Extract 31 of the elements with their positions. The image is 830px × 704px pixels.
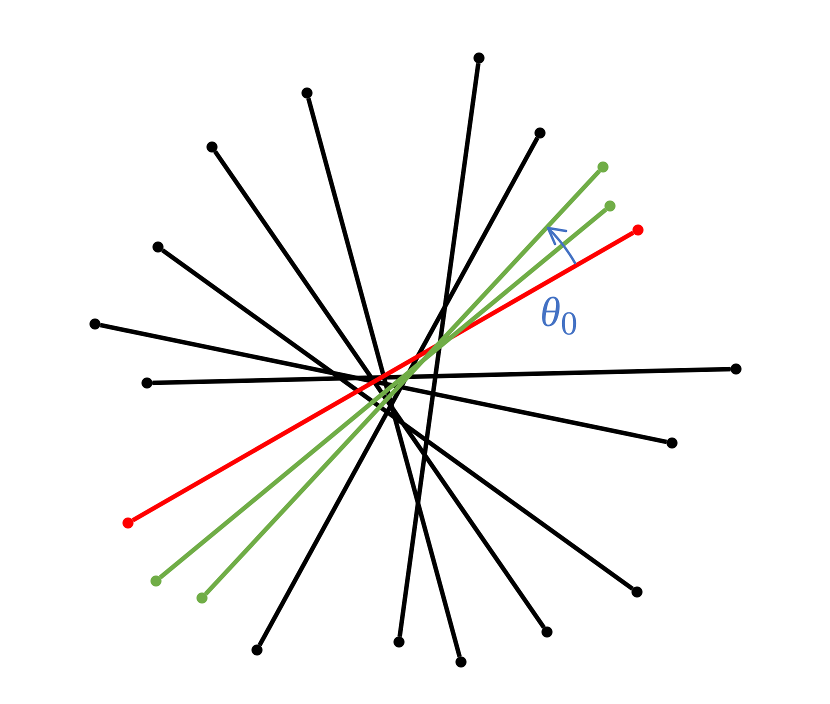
line-segment [306,98,462,658]
endpoint-dot [730,364,742,374]
endpoint-dot [90,318,100,330]
line-segment [100,322,668,444]
endpoint-dot [142,378,152,388]
endpoint-dot [632,586,642,598]
endpoint-dot [598,162,608,172]
line-segment [161,248,634,591]
line-segment [397,63,481,637]
endpoint-dot [206,142,218,152]
angle-label: θ$_{0}$ [540,292,578,334]
line-segment [158,208,608,580]
endpoint-dot [152,242,164,252]
endpoint-dot [196,592,208,604]
line-segment [213,150,546,629]
endpoint-dot [302,88,312,98]
line-segment [258,136,540,646]
endpoint-dot [456,656,466,668]
endpoint-dot [542,626,552,638]
endpoint-dot [150,576,162,586]
endpoint-dot [632,224,644,236]
endpoint-dot [394,636,404,648]
line-segment [132,230,634,522]
endpoint-dot [474,52,484,64]
endpoint-dot [534,128,546,138]
endpoint-dot [666,438,678,448]
line-segment [152,366,731,386]
endpoint-dot [122,518,134,528]
endpoint-dot [604,200,616,212]
endpoint-dot [252,644,262,656]
line-segment [204,169,601,596]
